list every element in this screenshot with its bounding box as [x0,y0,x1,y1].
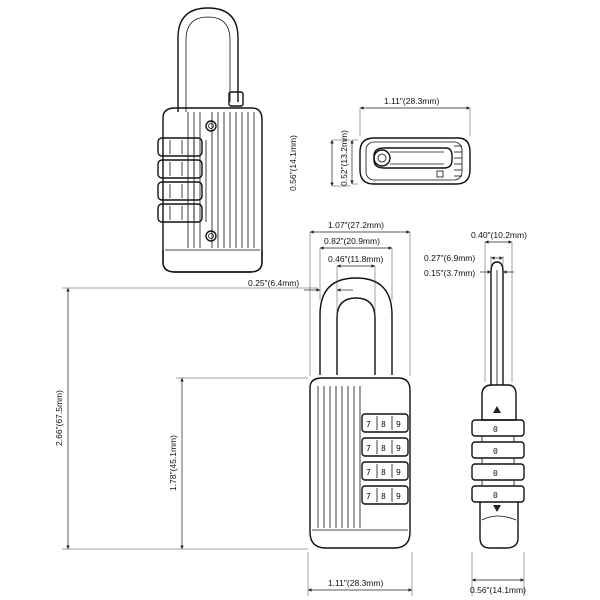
front-dial-digit: 7 [366,468,371,477]
front-dial-digit: 7 [366,444,371,453]
dim-top-width: 1.11"(28.3mm) [384,96,439,106]
dim-shackle-inner: 0.46"(11.8mm) [328,254,383,264]
side-dial-digit: 0 [493,447,498,456]
front-view: 7 8 9 7 8 9 7 8 9 7 8 9 [309,277,411,549]
front-dial-digit: 7 [366,492,371,501]
dim-shackle-outer: 0.82"(20.9mm) [324,236,380,246]
dim-top-height-outer: 0.52"(13.2mm) [339,130,349,186]
side-dial-digit: 0 [493,491,498,500]
perspective-view [157,7,263,273]
front-dial-digit: 8 [381,444,386,453]
dim-side-top-width: 0.40"(10.2mm) [471,230,527,240]
dim-base-width: 1.11"(28.3mm) [328,578,383,588]
dimension-lines [62,106,525,596]
dim-side-base-width: 0.56"(14.1mm) [470,585,526,595]
top-view [359,137,471,185]
dim-body-width: 1.07"(27.2mm) [328,220,384,230]
front-dial-digit: 8 [381,492,386,501]
dim-overall-height: 2.66"(67.5mm) [54,390,64,446]
front-dial-digit: 9 [396,444,401,453]
side-dial-digit: 0 [493,425,498,434]
front-dial-digit: 8 [381,468,386,477]
dim-side-shackle-inner: 0.15"(3.7mm) [424,268,475,278]
dim-top-height-inner: 0.56"(14.1mm) [288,135,298,191]
front-dial-digit: 8 [381,420,386,429]
dim-shackle-diameter: 0.25"(6.4mm) [248,278,299,288]
dimension-labels: 1.11"(28.3mm) 0.52"(13.2mm) 0.56"(14.1mm… [54,96,527,595]
side-dial-digit: 0 [493,469,498,478]
dim-body-height: 1.78"(45.1mm) [168,435,178,491]
dim-side-shackle: 0.27"(6.9mm) [424,253,475,263]
side-view: 0 0 0 0 [471,261,525,549]
front-dial-digit: 9 [396,420,401,429]
front-dial-digit: 9 [396,492,401,501]
front-dial-digit: 9 [396,468,401,477]
front-dial-digit: 7 [366,420,371,429]
